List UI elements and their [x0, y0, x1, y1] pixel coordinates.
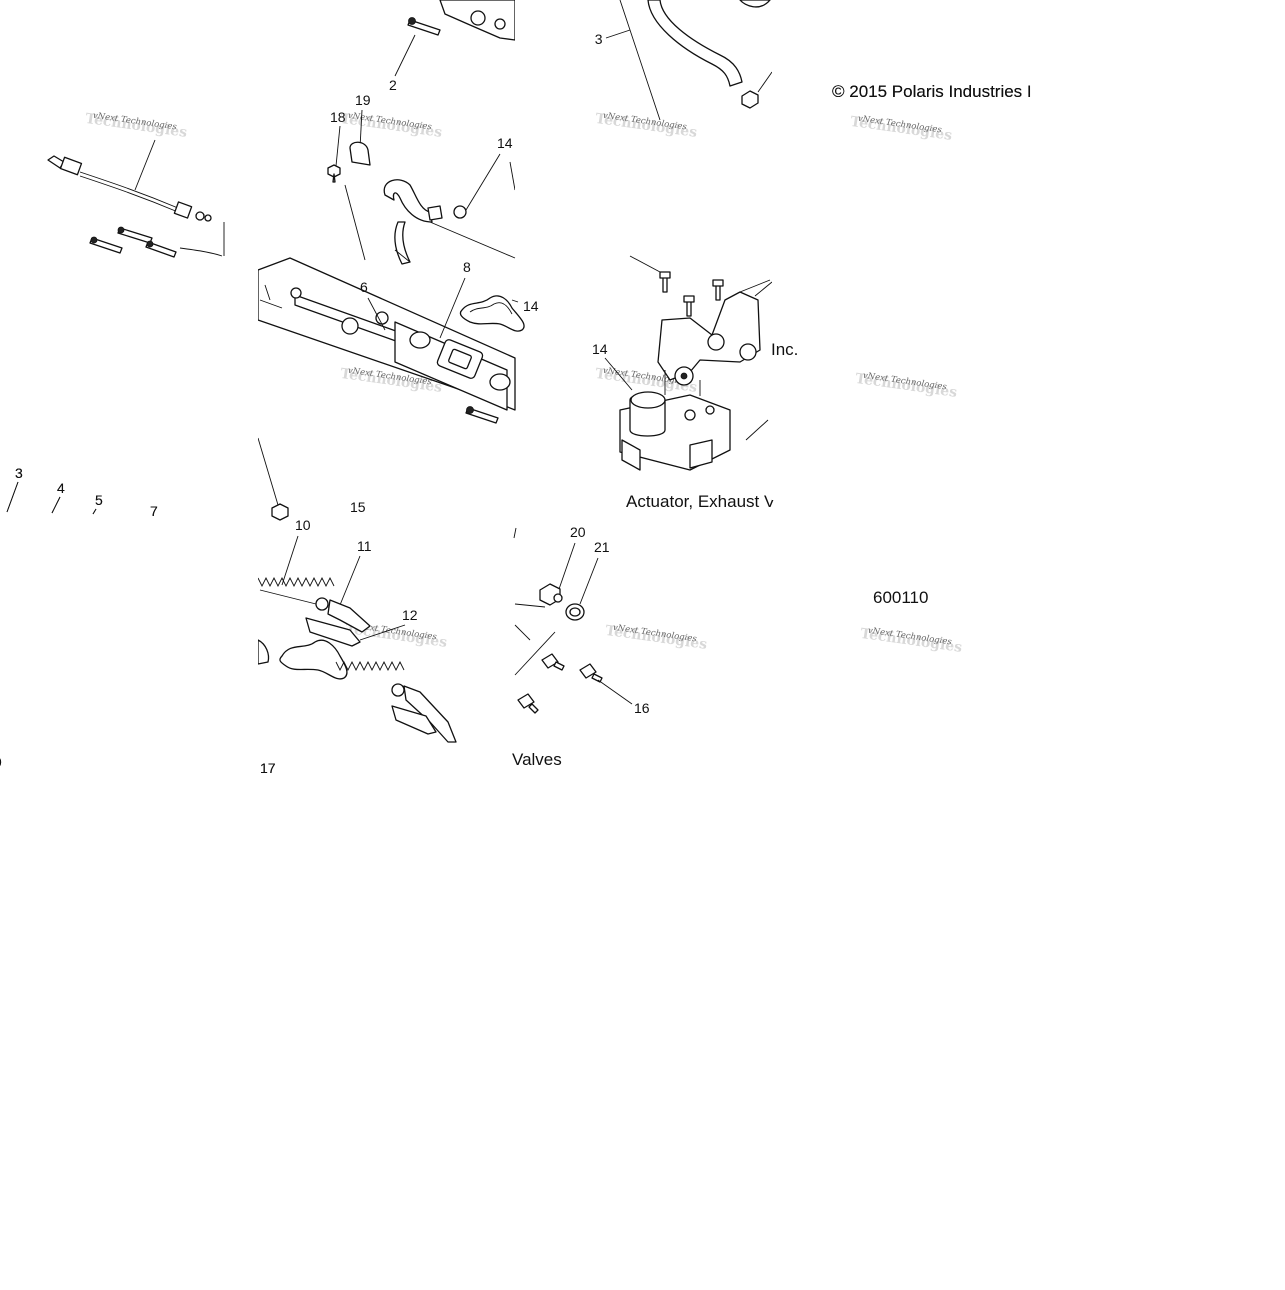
callout-5-top: 5 [95, 492, 103, 508]
callout-4: 4 [57, 480, 65, 496]
grommet-19 [565, 603, 585, 621]
callout-10: 10 [295, 517, 311, 533]
callout-9-top: 9 [0, 754, 2, 770]
screw-16a [541, 653, 565, 671]
tile-middle-right-actuator: 14 Inc. Actuator, Exhaust V [592, 255, 798, 511]
bolt-20 [327, 164, 341, 183]
spring-lower [335, 660, 405, 672]
callout-11: 11 [357, 538, 372, 554]
tile-top-center: 2 [389, 0, 516, 93]
nut-18 [539, 583, 563, 606]
callout-21: 19 [355, 92, 371, 108]
callout-3: 3 [15, 465, 23, 481]
callout-16b: 16 [634, 700, 650, 716]
callout-6: 6 [360, 279, 368, 295]
copyright-inc-text-top: Inc. [771, 340, 798, 359]
tile-bottom-right: 20 21 16 Valves 600110 [512, 524, 928, 769]
copyright-text-top: © 2015 Polaris Industries I [832, 82, 1032, 101]
diagram-number: 600110 [873, 588, 928, 607]
callout-7-top: 7 [150, 503, 158, 519]
bolt-set [89, 222, 225, 258]
hose-14 [383, 179, 516, 265]
actuator-motor [619, 370, 731, 471]
gasket-14 [459, 295, 525, 332]
actuator-bracket [657, 279, 773, 386]
tile-top-left: 3 4 5 7 9 [0, 139, 225, 770]
nut-9 [271, 503, 289, 521]
callout-17: 17 [260, 760, 276, 776]
callout-14b: 14 [523, 298, 539, 314]
callout-18: 20 [570, 524, 586, 540]
callout-2: 2 [389, 77, 397, 93]
callout-20: 18 [330, 109, 346, 125]
top-valve-assembly [439, 0, 516, 41]
tile-middle-center: 18 19 14 [250, 92, 539, 521]
lever-lower [391, 683, 457, 743]
callout-12: 12 [402, 607, 418, 623]
callout-16: 15 [350, 499, 366, 515]
sensor-cable [47, 139, 212, 222]
lever-upper [305, 597, 371, 647]
valve-body [257, 257, 516, 411]
caption-text: Actuator, Exhaust V [626, 492, 776, 511]
bolt-2 [407, 17, 441, 36]
callout-5: 5 [95, 492, 103, 508]
gasket-lower [257, 639, 348, 680]
callout-8: 8 [463, 259, 471, 275]
callout-7: 7 [150, 503, 158, 519]
callout-15: 14 [592, 341, 608, 357]
callout-4-top: 4 [57, 480, 65, 496]
screw-16b [579, 663, 603, 683]
bolt-8 [465, 406, 499, 424]
clip-21 [349, 141, 371, 166]
caption-fragment-text: Valves [512, 750, 562, 769]
screw-16c [517, 693, 539, 714]
callout-19: 21 [594, 539, 610, 555]
screws-actuator [629, 255, 724, 317]
callout-9: 9 [0, 754, 2, 770]
copyright-text: © 2015 Polaris Industries I [832, 82, 1032, 101]
tile-bottom-center: 10 11 12 17 [257, 517, 457, 776]
callout-14: 14 [497, 135, 513, 151]
callout-3-top: 3 [15, 465, 23, 481]
callout-17-top: 17 [260, 760, 276, 776]
